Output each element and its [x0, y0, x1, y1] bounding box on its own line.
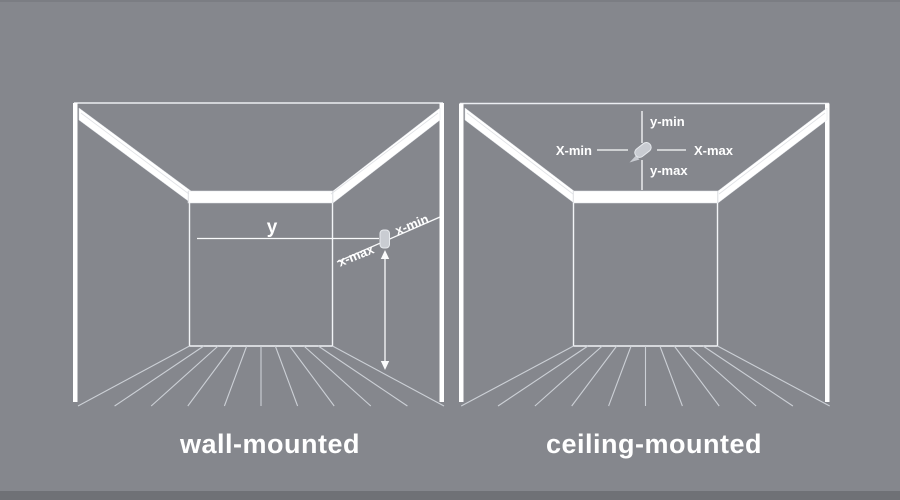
back-wall: [572, 203, 719, 347]
ceiling-mounted-annotations: y-min y-max X-min X-max: [556, 111, 734, 190]
ceiling-beams: [464, 107, 828, 204]
ceiling-mounted-caption: ceiling-mounted: [546, 429, 762, 459]
room-outline: [73, 102, 444, 402]
floor-lines: [77, 345, 445, 407]
bottom-edge-shade: [0, 491, 900, 500]
ceiling-sensor-tip-icon: [629, 155, 640, 163]
x-max-label: x-max: [336, 241, 377, 269]
top-edge-shade: [0, 0, 900, 2]
arrow-up-icon: [380, 250, 390, 259]
arrow-down-icon: [380, 361, 390, 370]
x-min-label: X-min: [556, 143, 592, 158]
wall-mounted-diagram: y x-min x-max: [73, 102, 445, 407]
room-outline: [459, 102, 830, 402]
y-min-label: y-min: [650, 114, 685, 129]
ceiling-mounted-diagram: y-min y-max X-min X-max: [459, 102, 830, 407]
x-max-label: X-max: [694, 143, 734, 158]
back-wall: [188, 203, 334, 347]
x-min-label: x-min: [393, 211, 431, 238]
wall-mounted-caption: wall-mounted: [180, 429, 360, 459]
y-max-label: y-max: [650, 163, 688, 178]
ceiling-sensor-device-icon: [634, 141, 652, 158]
floor-lines: [460, 345, 830, 407]
ceiling-beams: [78, 107, 441, 204]
wall-sensor-device-icon: [379, 229, 390, 249]
y-label: y: [267, 217, 278, 238]
